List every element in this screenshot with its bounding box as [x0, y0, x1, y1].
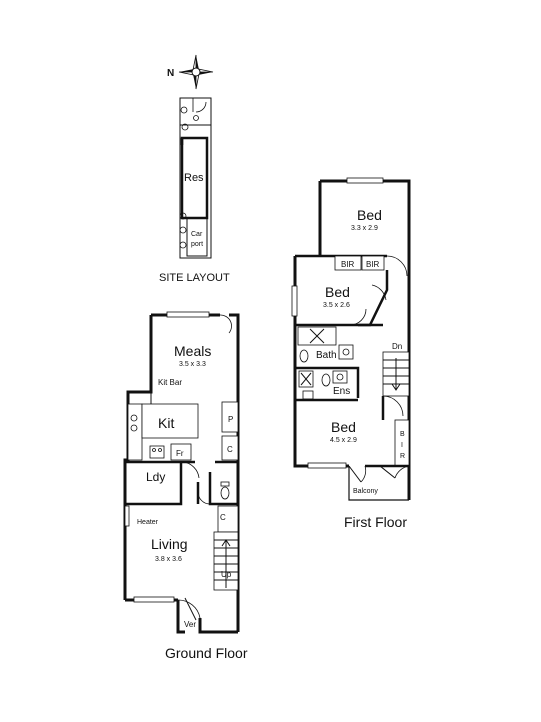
- plant-icon: [179, 106, 199, 249]
- ground-floor-title: Ground Floor: [165, 645, 248, 661]
- vestibule-label: Ver: [184, 620, 196, 629]
- first-floor-plan: [291, 177, 411, 501]
- bir-vertical-i: I: [401, 442, 403, 449]
- first-floor-title: First Floor: [344, 514, 407, 530]
- site-layout-plan: [179, 97, 212, 259]
- living-room-dims: 3.8 x 3.6: [155, 556, 182, 563]
- meals-room-dims: 3.5 x 3.3: [179, 361, 206, 368]
- stairs-up-label: Up: [221, 570, 232, 579]
- laundry-room-name: Ldy: [146, 470, 165, 484]
- bed3-room-dims: 4.5 x 2.9: [330, 437, 357, 444]
- bed1-room-name: Bed: [357, 207, 382, 223]
- balcony-label: Balcony: [353, 488, 378, 495]
- bir-right-label: BIR: [366, 260, 380, 269]
- north-label: N: [167, 68, 174, 79]
- fridge-label: Fr: [176, 449, 184, 458]
- compass-icon: [178, 54, 214, 90]
- meals-room-name: Meals: [174, 343, 211, 359]
- cupboard-label-2: C: [220, 513, 226, 522]
- kitchen-room-name: Kit: [158, 415, 174, 431]
- pantry-label: P: [228, 415, 233, 424]
- kit-bar-label: Kit Bar: [158, 378, 182, 387]
- bed2-room-name: Bed: [325, 284, 350, 300]
- cupboard-label-1: C: [227, 445, 233, 454]
- site-carport-label-line2: port: [191, 241, 203, 248]
- stairs-down-label: Dn: [392, 342, 402, 351]
- living-room-name: Living: [151, 536, 188, 552]
- ground-floor-plan: [123, 311, 240, 634]
- site-layout-title: SITE LAYOUT: [159, 272, 230, 284]
- bath-room-name: Bath: [316, 350, 337, 361]
- site-carport-label-line1: Car: [191, 231, 203, 238]
- ensuite-room-name: Ens: [333, 386, 350, 397]
- site-res-label: Res: [184, 172, 204, 184]
- bir-vertical-r: R: [400, 453, 405, 460]
- bed2-room-dims: 3.5 x 2.6: [323, 302, 350, 309]
- heater-label: Heater: [137, 519, 159, 526]
- bir-left-label: BIR: [341, 260, 355, 269]
- bed3-room-name: Bed: [331, 419, 356, 435]
- bed1-room-dims: 3.3 x 2.9: [351, 225, 378, 232]
- bir-vertical-b: B: [400, 431, 405, 438]
